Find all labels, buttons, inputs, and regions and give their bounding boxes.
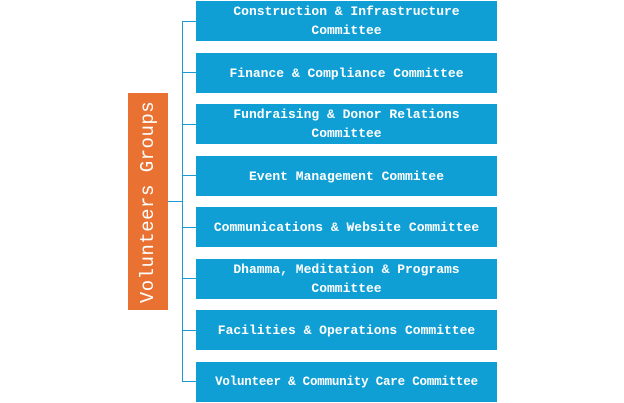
committee-label: Event Management Commitee: [248, 168, 445, 184]
committee-node-fundraising: Fundraising & Donor Relations Committee: [196, 104, 497, 144]
committee-node-dhamma: Dhamma, Meditation & Programs Committee: [196, 259, 497, 299]
committee-label: Communications & Website Committee: [213, 219, 480, 235]
connector-branch: [182, 227, 196, 228]
connector-branch: [182, 175, 196, 176]
committee-label: Construction & Infrastructure Committee: [233, 4, 460, 38]
committee-node-facilities: Facilities & Operations Committee: [196, 310, 497, 350]
root-label: Volunteers Groups: [137, 100, 159, 303]
committee-node-event-management: Event Management Commitee: [196, 156, 497, 196]
committee-node-communications: Communications & Website Committee: [196, 207, 497, 247]
connector-branch: [182, 21, 196, 22]
committee-label: Finance & Compliance Committee: [229, 65, 464, 81]
committee-node-construction: Construction & Infrastructure Committee: [196, 1, 497, 41]
connector-branch: [182, 381, 196, 382]
committee-node-finance: Finance & Compliance Committee: [196, 53, 497, 93]
connector-branch: [182, 124, 196, 125]
connector-branch: [182, 278, 196, 279]
connector-trunk: [182, 21, 183, 382]
root-node-volunteers-groups: Volunteers Groups: [128, 93, 168, 310]
committee-label: Facilities & Operations Committee: [217, 322, 476, 338]
committee-label: Volunteer & Community Care Committee: [215, 374, 478, 389]
committee-label: Fundraising & Donor Relations Committee: [233, 107, 460, 141]
connector-branch: [182, 72, 196, 73]
committee-node-volunteer-care: Volunteer & Community Care Committee: [196, 362, 497, 402]
connector-root: [168, 201, 182, 202]
connector-branch: [182, 330, 196, 331]
committee-label: Dhamma, Meditation & Programs Committee: [233, 262, 460, 296]
